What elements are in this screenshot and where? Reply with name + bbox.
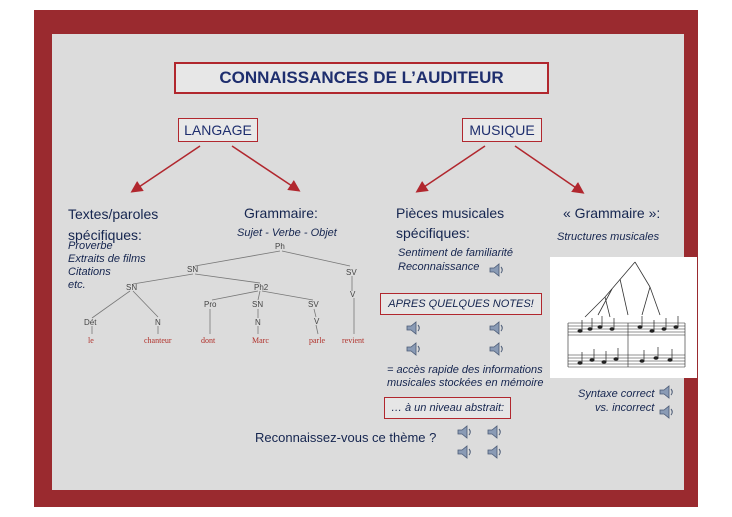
- tree-node-ph2: Ph2: [254, 283, 269, 292]
- textes-heading-line1: Textes/paroles: [68, 206, 159, 222]
- speaker-icon[interactable]: [486, 444, 504, 460]
- tree-node-v: V: [350, 290, 356, 299]
- grammaire-subtitle: Sujet - Verbe - Objet: [237, 227, 337, 239]
- musique-box: MUSIQUE: [462, 118, 542, 142]
- tree-node-sn: SN: [252, 300, 264, 309]
- speaker-icon[interactable]: [486, 424, 504, 440]
- speaker-icon[interactable]: [405, 320, 423, 336]
- speaker-icon[interactable]: [488, 262, 506, 278]
- speaker-icon[interactable]: [488, 341, 506, 357]
- niveau-abstrait-box: … à un niveau abstrait:: [384, 397, 511, 419]
- musique-grammaire-subtitle: Structures musicales: [557, 231, 660, 243]
- acces-line: = accès rapide des informations: [387, 364, 543, 376]
- pieces-heading: Pièces musicales spécifiques:: [396, 204, 504, 242]
- pieces-heading-line2: spécifiques:: [396, 225, 470, 241]
- textes-heading-line2: spécifiques:: [68, 227, 142, 243]
- tree-node-sn: SN: [126, 283, 138, 292]
- pieces-heading-line1: Pièces musicales: [396, 205, 505, 221]
- textes-item: Citations: [68, 266, 111, 278]
- music-structure-image: [550, 257, 697, 378]
- tree-word: parle: [309, 336, 325, 345]
- musique-grammaire-heading: « Grammaire »:: [563, 205, 661, 221]
- langage-box: LANGAGE: [178, 118, 258, 142]
- speaker-icon[interactable]: [658, 384, 676, 400]
- acces-text: = accès rapide des informations musicale…: [387, 364, 544, 390]
- question-text: Reconnaissez-vous ce thème ?: [255, 430, 437, 445]
- tree-word: revient: [342, 336, 365, 345]
- tree-node-n: N: [155, 318, 161, 327]
- tree-word: le: [88, 336, 94, 345]
- tree-word: Marc: [252, 336, 269, 345]
- arrow-musique-pieces: [415, 145, 486, 193]
- speaker-icon[interactable]: [488, 320, 506, 336]
- syntaxe-correct: Syntaxe correct: [578, 388, 655, 400]
- speaker-icon[interactable]: [405, 341, 423, 357]
- syntaxe-incorrect: vs. incorrect: [595, 402, 655, 414]
- tree-node-sn: SN: [187, 265, 199, 274]
- textes-item: etc.: [68, 279, 86, 291]
- tree-node-sv: SV: [346, 268, 357, 277]
- speaker-icon[interactable]: [456, 444, 474, 460]
- apres-notes-box: APRES QUELQUES NOTES!: [380, 293, 542, 315]
- tree-node-ph: Ph: [275, 242, 285, 251]
- speaker-icon[interactable]: [456, 424, 474, 440]
- tree-node-sv: SV: [308, 300, 319, 309]
- textes-heading: Textes/paroles spécifiques:: [68, 205, 158, 244]
- tree-node-v: V: [314, 317, 320, 326]
- textes-list: Proverbe Extraits de films Citations etc…: [68, 240, 146, 292]
- tree-node-pro: Pro: [204, 300, 217, 309]
- textes-item: Extraits de films: [68, 253, 146, 265]
- acces-line: musicales stockées en mémoire: [387, 377, 544, 389]
- arrow-langage-textes: [130, 145, 201, 193]
- slide-title: CONNAISSANCES DE L’AUDITEUR: [174, 62, 549, 94]
- tree-node-n: N: [255, 318, 261, 327]
- tree-word: chanteur: [144, 336, 172, 345]
- arrow-langage-grammaire: [231, 145, 301, 192]
- tree-word: dont: [201, 336, 216, 345]
- grammaire-heading: Grammaire:: [244, 205, 318, 221]
- arrow-musique-grammaire: [514, 145, 585, 194]
- pieces-item-reconnaissance: Reconnaissance: [398, 261, 480, 273]
- tree-node-det: Dét: [84, 318, 97, 327]
- textes-item: Proverbe: [68, 240, 113, 252]
- speaker-icon[interactable]: [658, 404, 676, 420]
- pieces-item-familiarite: Sentiment de familiarité: [398, 247, 513, 259]
